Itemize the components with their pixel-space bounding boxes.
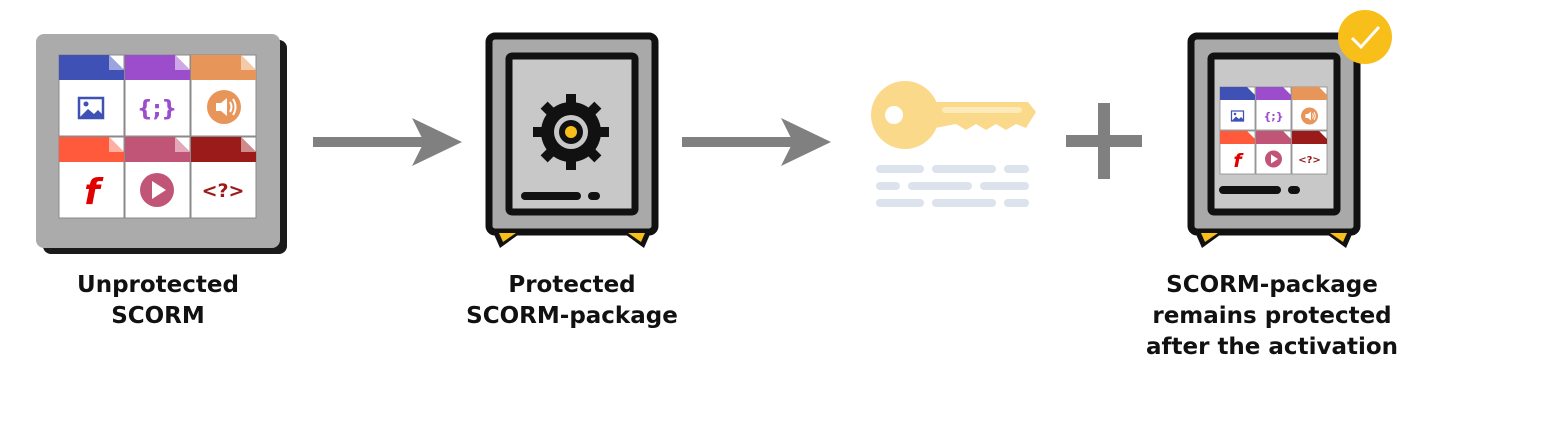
plus-icon (1066, 103, 1142, 179)
speaker-icon (206, 89, 242, 125)
caption-protected-scorm-package: Protected SCORM-package (466, 272, 678, 329)
flash-file-tile: f (58, 136, 125, 219)
checkmark-badge-icon (1338, 10, 1392, 64)
audio-file-tile (190, 54, 257, 137)
caption-remains-protected: SCORM-package remains protected after th… (1145, 272, 1399, 360)
mini-file-grid: {;} f <?> (1219, 86, 1328, 175)
svg-text:<?>: <?> (1298, 155, 1321, 166)
php-tag-icon: <?> (202, 180, 245, 202)
activated-safe-icon: {;} f <?> (1187, 10, 1392, 248)
php-file-tile: <?> (190, 136, 257, 219)
flash-icon: f (84, 172, 104, 213)
code-file-tile: {;} (124, 54, 191, 137)
activation-key-icon (871, 81, 1036, 149)
protected-safe-icon (485, 32, 659, 248)
flow-arrow-2 (682, 118, 831, 166)
svg-text:f: f (1233, 150, 1244, 172)
license-text-lines (876, 165, 1029, 207)
play-icon (140, 173, 174, 207)
image-file-tile (58, 54, 125, 137)
svg-text:{;}: {;} (1263, 110, 1283, 123)
code-braces-icon: {;} (137, 97, 177, 122)
flow-arrow-1 (313, 118, 462, 166)
video-file-tile (124, 136, 191, 219)
unprotected-scorm-bundle: {;} f <?> (36, 34, 287, 254)
caption-unprotected-scorm: Unprotected SCORM (77, 272, 239, 329)
